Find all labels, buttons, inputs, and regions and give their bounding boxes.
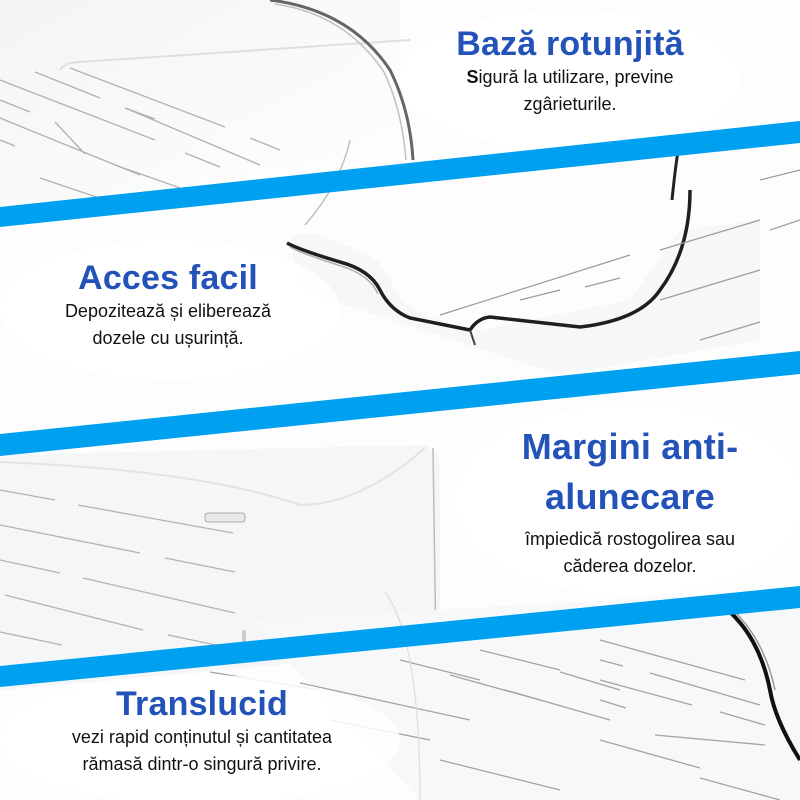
feature-rounded-base: Bază rotunjită Sigură la utilizare, prev… xyxy=(420,24,720,118)
desc-line-2: rămasă dintr-o singură privire. xyxy=(82,754,322,774)
title-line-2: alunecare xyxy=(545,476,715,517)
feature-description: Depozitează și eliberează dozele cu ușuri… xyxy=(18,298,318,352)
title-line-1: Margini anti- xyxy=(521,426,739,467)
feature-translucent: Translucid vezi rapid conținutul și cant… xyxy=(22,684,382,778)
feature-description: vezi rapid conținutul și cantitatea rămas… xyxy=(22,724,382,778)
desc-lead-letter: S xyxy=(466,67,479,87)
feature-anti-slip-edges: Margini anti-alunecare împiedică rostogo… xyxy=(470,422,790,580)
divider-band-3 xyxy=(0,586,800,687)
desc-line-1: vezi rapid conținutul și cantitatea xyxy=(71,727,333,747)
desc-line-1: împiedică rostogolirea sau xyxy=(524,529,736,549)
divider-band-2 xyxy=(0,351,800,456)
feature-title: Bază rotunjită xyxy=(456,25,684,63)
desc-line-2: zgârieturile. xyxy=(523,94,617,114)
desc-line-2: căderea dozelor. xyxy=(563,556,697,576)
desc-line-1: Depozitează și eliberează xyxy=(64,301,272,321)
desc-line-2: dozele cu ușurință. xyxy=(92,328,244,348)
feature-title: Acces facil xyxy=(78,259,258,297)
feature-description: împiedică rostogolirea sau căderea dozelo… xyxy=(470,526,790,580)
feature-easy-access: Acces facil Depozitează și eliberează doz… xyxy=(18,258,318,352)
divider-band-1 xyxy=(0,121,800,227)
feature-description: Sigură la utilizare, previne zgârieturile… xyxy=(420,64,720,118)
feature-title: Translucid xyxy=(115,685,289,723)
tray-section-top xyxy=(0,0,415,210)
desc-line-1: igură la utilizare, previne xyxy=(478,67,674,87)
feature-title: Margini anti-alunecare xyxy=(470,422,790,522)
